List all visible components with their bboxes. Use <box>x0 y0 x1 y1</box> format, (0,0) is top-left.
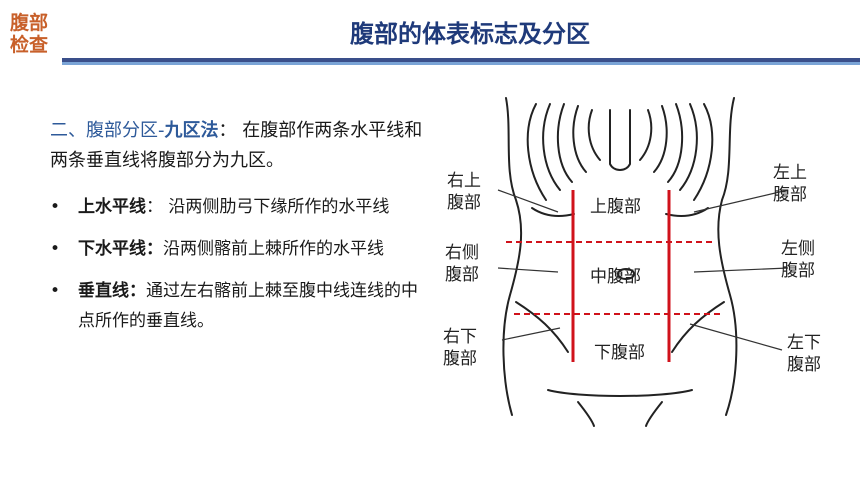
header-rule-dark <box>62 58 860 62</box>
text-panel: 二、腹部分区-九区法： 在腹部作两条水平线和两条垂直线将腹部分为九区。 • 上水平… <box>50 116 430 348</box>
definition-list: • 上水平线： 沿两侧肋弓下缘所作的水平线 • 下水平线：沿两侧髂前上棘所作的水平线… <box>50 192 430 336</box>
bullet-mark: • <box>50 197 61 217</box>
list-item: • 垂直线：通过左右髂前上棘至腹中线连线的中点所作的垂直线。 <box>50 276 430 336</box>
region-lines <box>506 190 724 362</box>
label-right-lower: 右下 腹部 <box>443 327 477 369</box>
definition-text: 沿两侧髂前上棘所作的水平线 <box>163 239 384 259</box>
pointer-lines <box>497 189 789 351</box>
label-right-upper: 右上 腹部 <box>447 171 481 213</box>
badge-line-2: 检查 <box>10 34 49 56</box>
torso-illustration <box>497 97 789 427</box>
definition-term: 上水平线 <box>78 197 146 217</box>
list-item: • 下水平线：沿两侧髂前上棘所作的水平线 <box>50 234 430 264</box>
label-left-lateral: 左侧 腹部 <box>781 239 815 281</box>
label-hypogastric: 下腹部 <box>594 343 645 363</box>
header-rule-light <box>62 62 860 65</box>
bullet-mark: • <box>50 281 61 301</box>
page-title: 腹部的体表标志及分区 <box>350 20 590 48</box>
torso-outline <box>502 97 738 427</box>
definition-text: 通过左右髂前上棘至腹中线连线的中点所作的垂直线。 <box>78 281 418 331</box>
definition-text: ： 沿两侧肋弓下缘所作的水平线 <box>146 197 390 217</box>
heading-prefix: 二、腹部分区- <box>50 120 165 141</box>
list-item: • 上水平线： 沿两侧肋弓下缘所作的水平线 <box>50 192 430 222</box>
badge-line-1: 腹部 <box>10 12 49 34</box>
label-epigastric: 上腹部 <box>590 197 641 217</box>
section-badge: 腹部 检查 <box>10 12 62 56</box>
label-umbilical: 中腹部 <box>590 267 641 287</box>
label-left-lower: 左下 腹部 <box>787 333 821 375</box>
heading-description: ： 在腹部作两条水平线和两条垂直线将腹部分为九区。 <box>50 120 423 171</box>
abdomen-diagram: 右上 腹部 左上 腹部 右侧 腹部 左侧 腹部 右下 腹部 左下 腹部 上腹部 … <box>428 90 860 430</box>
label-right-lateral: 右侧 腹部 <box>445 243 479 285</box>
definition-term: 下水平线： <box>78 239 163 259</box>
definition-term: 垂直线： <box>78 281 146 301</box>
label-left-upper: 左上 腹部 <box>773 163 807 205</box>
heading-method: 九区法 <box>164 120 219 141</box>
bullet-mark: • <box>50 239 61 259</box>
section-heading: 二、腹部分区-九区法： 在腹部作两条水平线和两条垂直线将腹部分为九区。 <box>50 116 430 176</box>
